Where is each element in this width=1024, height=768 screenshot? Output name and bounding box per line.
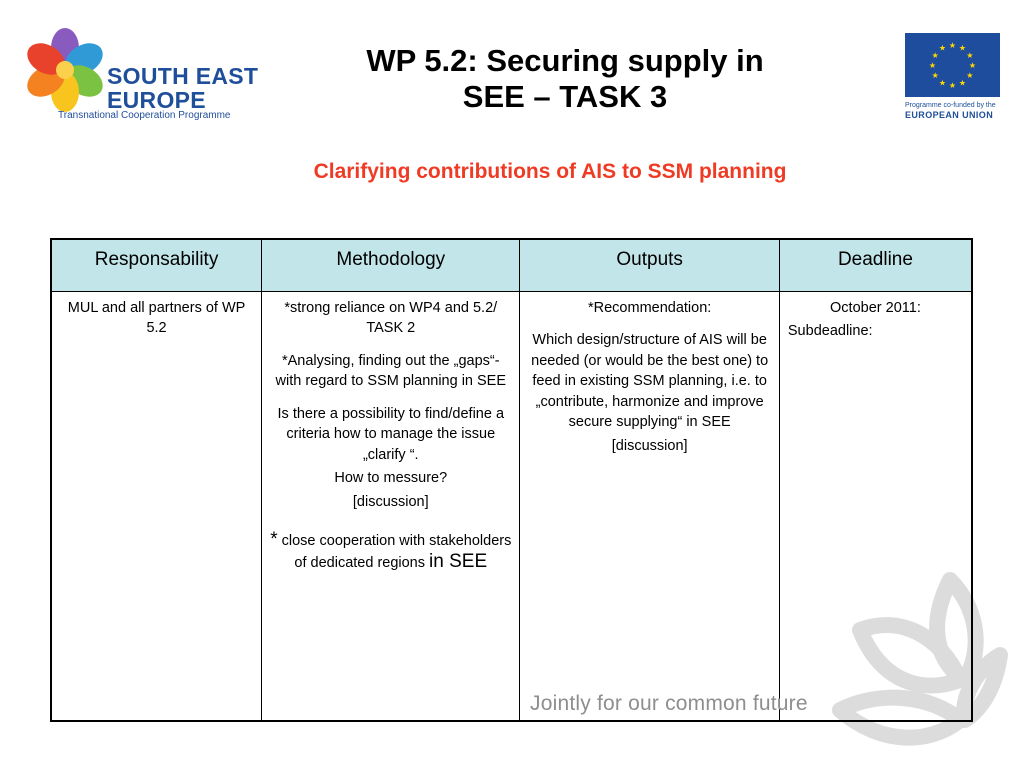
header-outputs: Outputs <box>519 238 780 292</box>
methodology-p2: *Analysing, finding out the „gaps“- with… <box>275 352 507 390</box>
methodology-p5: [discussion] <box>352 493 429 510</box>
responsability-text: MUL and all partners of WP 5.2 <box>67 299 246 337</box>
slide-title: WP 5.2: Securing supply in SEE – TASK 3 <box>290 43 840 115</box>
see-programme-logo: SOUTH EAST EUROPE Transnational Cooperat… <box>20 28 260 128</box>
svg-text:★: ★ <box>932 51 939 60</box>
outputs-p1: *Recommendation: <box>588 299 712 316</box>
table-header-row: Responsability Methodology Outputs Deadl… <box>50 238 973 292</box>
eu-name-text: EUROPEAN UNION <box>905 110 994 120</box>
methodology-p6-tail: in SEE <box>429 550 488 572</box>
logo-line-europe: EUROPE <box>107 87 206 113</box>
eu-flag-icon: ★ ★ ★ ★ ★ ★ ★ ★ ★ ★ ★ ★ <box>905 33 1000 97</box>
svg-text:★: ★ <box>929 61 936 70</box>
outputs-p3: [discussion] <box>611 437 688 454</box>
cell-outputs: *Recommendation: Which design/structure … <box>519 290 780 722</box>
cell-deadline: October 2011: Subdeadline: <box>778 290 973 722</box>
slogan-text: Jointly for our common future <box>530 692 808 715</box>
task-table: Responsability Methodology Outputs Deadl… <box>50 238 973 722</box>
methodology-p4: How to messure? <box>334 470 448 486</box>
svg-text:★: ★ <box>949 41 956 50</box>
svg-text:★: ★ <box>959 44 966 53</box>
methodology-p1: *strong reliance on WP4 and 5.2/ TASK 2 <box>284 299 498 337</box>
table-row: MUL and all partners of WP 5.2 *strong r… <box>50 290 973 722</box>
deadline-p1: October 2011: <box>830 299 921 316</box>
cell-methodology: *strong reliance on WP4 and 5.2/ TASK 2 … <box>261 290 521 722</box>
eu-logo: ★ ★ ★ ★ ★ ★ ★ ★ ★ ★ ★ ★ Programme co-fun… <box>905 33 1005 120</box>
methodology-p6: * close cooperation with stakeholders of… <box>270 529 512 573</box>
title-line-2: SEE – TASK 3 <box>462 79 668 114</box>
svg-text:★: ★ <box>966 51 973 60</box>
header-responsability: Responsability <box>50 238 263 292</box>
slide-subtitle: Clarifying contributions of AIS to SSM p… <box>313 160 787 183</box>
deadline-p2: Subdeadline: <box>787 323 873 339</box>
methodology-p6-star: * <box>270 529 278 550</box>
logo-line-south-east: SOUTH EAST <box>107 63 259 89</box>
methodology-p3: Is there a possibility to find/define a … <box>277 405 505 463</box>
title-line-1: WP 5.2: Securing supply in <box>366 43 764 78</box>
flower-logo-icon <box>27 28 103 112</box>
svg-text:★: ★ <box>939 44 946 53</box>
outputs-p2: Which design/structure of AIS will be ne… <box>531 332 769 430</box>
svg-text:★: ★ <box>959 78 966 87</box>
cell-responsability: MUL and all partners of WP 5.2 <box>50 290 263 722</box>
header-deadline: Deadline <box>778 238 973 292</box>
eu-cofunded-text: Programme co-funded by the <box>905 102 996 109</box>
methodology-p6-text: close cooperation with stakeholders of d… <box>277 533 512 571</box>
logo-line-programme: Transnational Cooperation Programme <box>58 110 231 121</box>
svg-text:★: ★ <box>966 71 973 80</box>
header-methodology: Methodology <box>261 238 521 292</box>
svg-text:★: ★ <box>949 81 956 90</box>
svg-text:★: ★ <box>969 61 976 70</box>
svg-text:★: ★ <box>932 71 939 80</box>
svg-text:★: ★ <box>939 78 946 87</box>
